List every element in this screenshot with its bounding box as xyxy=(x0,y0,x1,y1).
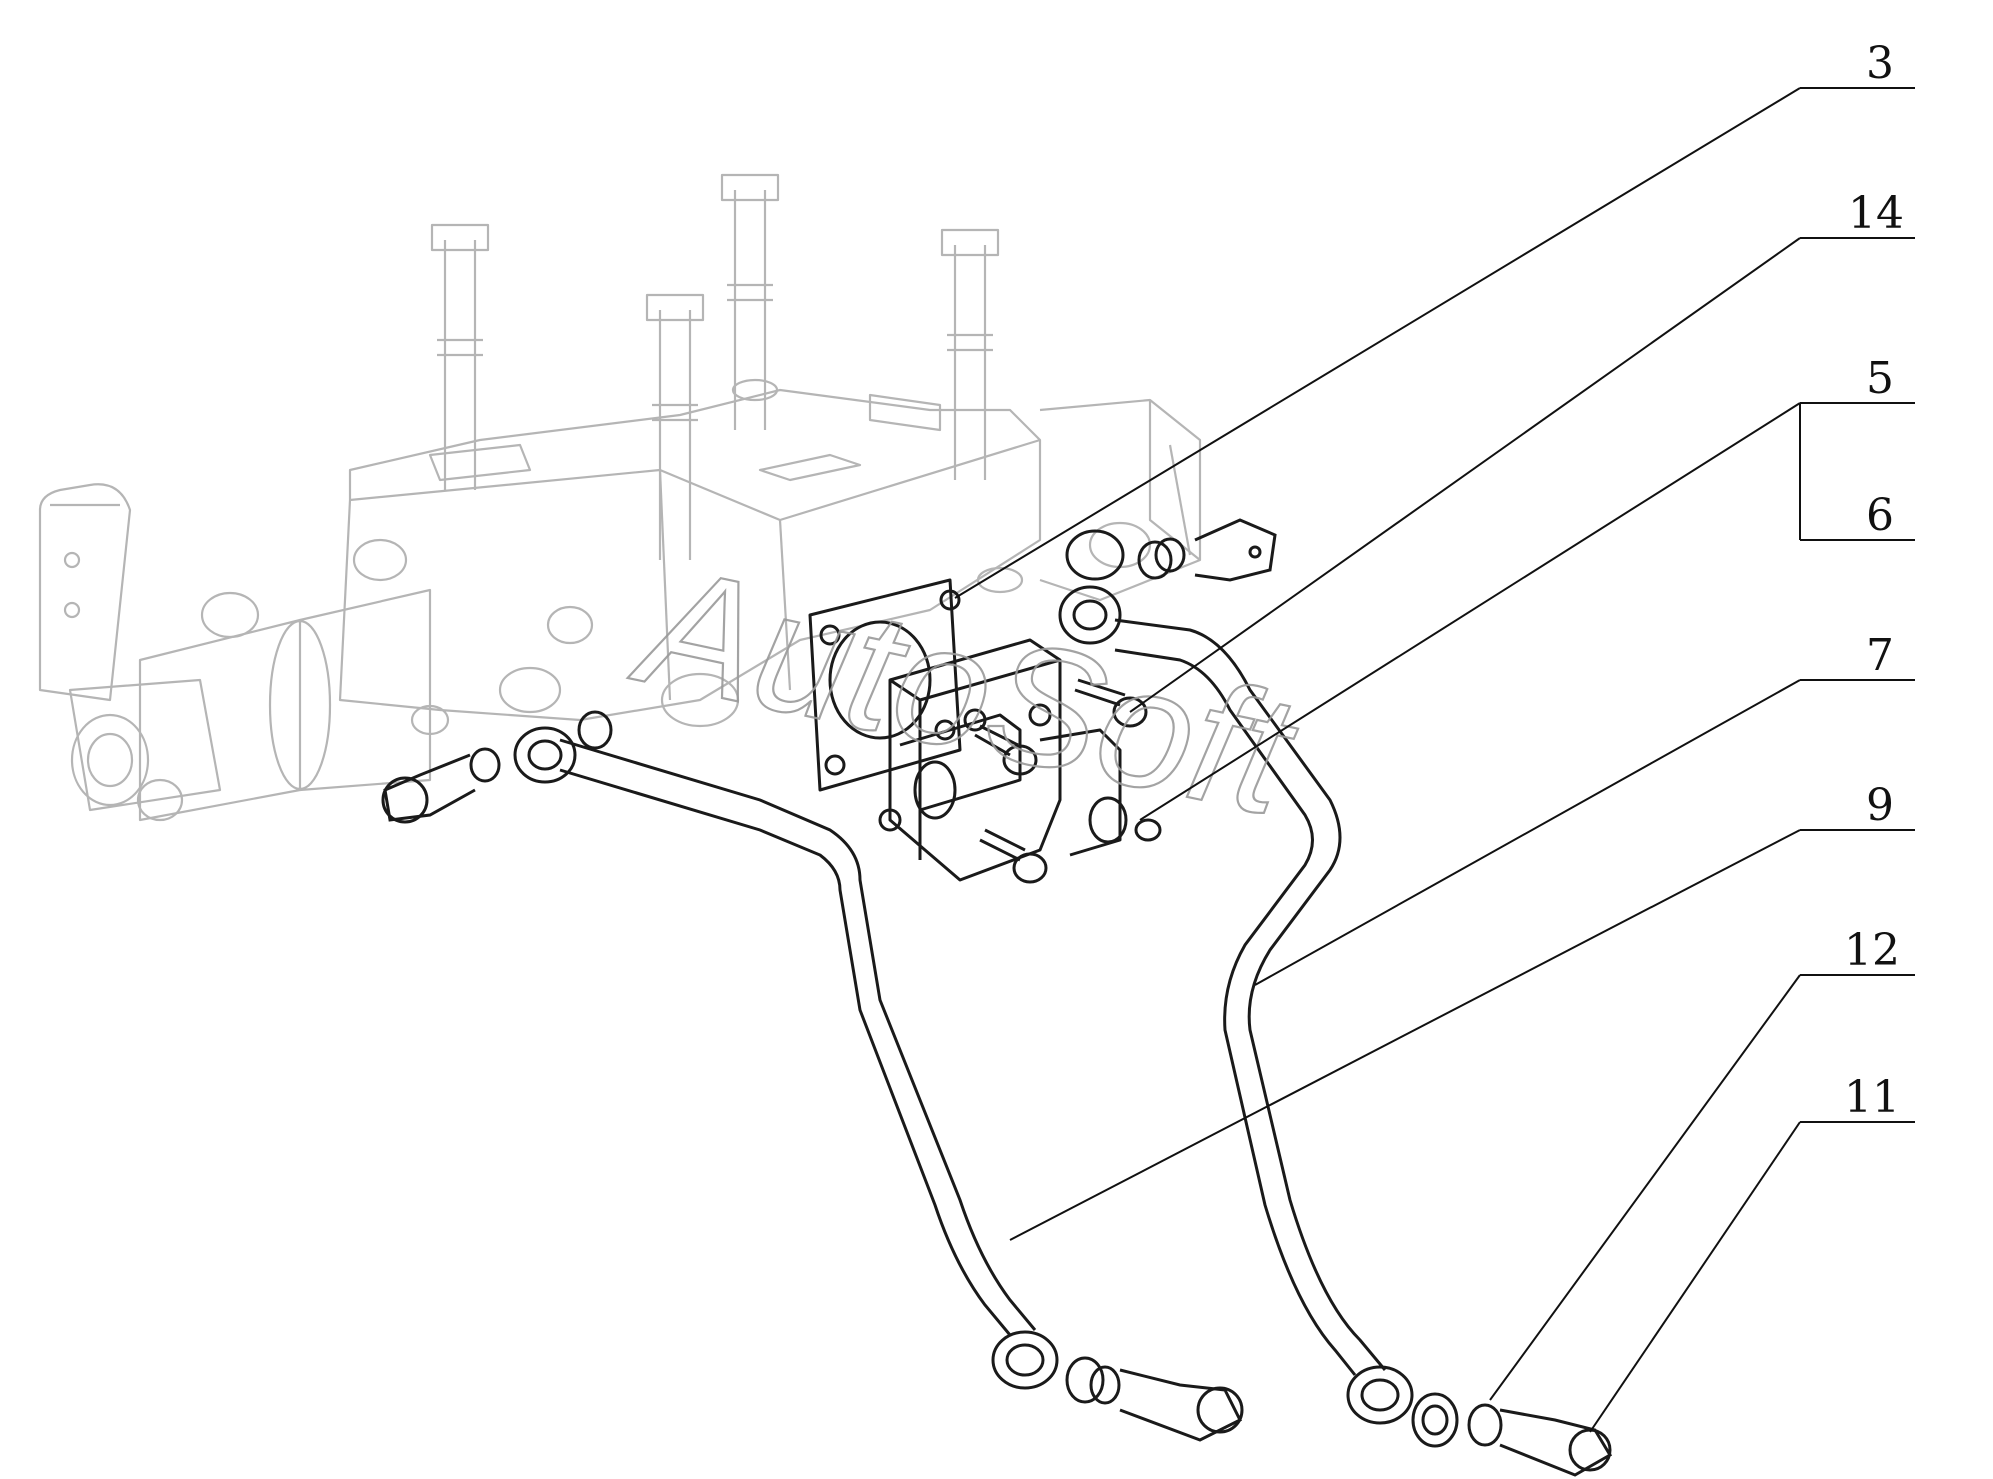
valve-block xyxy=(808,578,1162,884)
callout-9: 9 xyxy=(1866,780,1894,831)
leader-line-7-pointer xyxy=(1254,679,1801,986)
leader-line-5-pointer xyxy=(1139,402,1801,821)
callout-11: 11 xyxy=(1844,1072,1900,1123)
callout-leaders xyxy=(954,87,1915,1433)
leader-line-9-pointer xyxy=(1009,829,1801,1241)
leader-line-14-pointer xyxy=(1129,237,1801,713)
upper-banjo-fitting xyxy=(1058,518,1277,645)
left-hydraulic-pipe xyxy=(381,710,1244,1442)
callout-7: 7 xyxy=(1866,630,1894,681)
leader-line-12-pointer xyxy=(1489,974,1801,1401)
right-hydraulic-pipe xyxy=(1114,618,1613,1477)
leader-line-11-pointer xyxy=(1589,1121,1801,1433)
callout-labels: 3 14 5 6 7 9 12 11 xyxy=(1844,38,1904,1123)
callout-12: 12 xyxy=(1844,925,1900,976)
valve-housing-body xyxy=(38,173,1202,822)
leader-line-3-pointer xyxy=(954,87,1801,599)
callout-5: 5 xyxy=(1866,353,1894,404)
callout-3: 3 xyxy=(1866,38,1894,89)
callout-14: 14 xyxy=(1848,188,1904,239)
callout-6: 6 xyxy=(1866,490,1894,541)
